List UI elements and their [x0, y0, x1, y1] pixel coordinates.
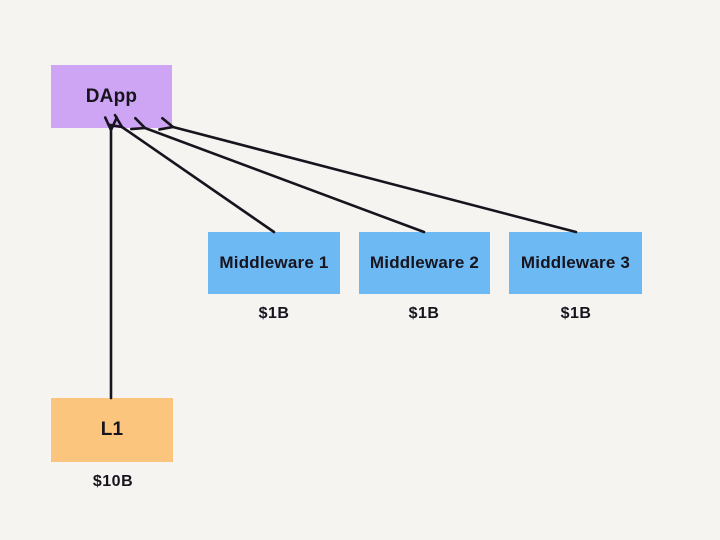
- node-middleware-3: Middleware 3: [509, 232, 642, 294]
- node-middleware-3-label: Middleware 3: [520, 253, 631, 272]
- node-l1: L1: [51, 398, 173, 462]
- arrow-middleware1-to-dapp: [107, 113, 276, 234]
- middleware-2-value: $1B: [408, 305, 440, 322]
- arrow-middleware3-to-dapp: [158, 116, 578, 234]
- middleware-3-value: $1B: [560, 305, 592, 322]
- middleware-1-value: $1B: [258, 305, 290, 322]
- node-middleware-2-label: Middleware 2: [369, 253, 480, 272]
- node-middleware-1: Middleware 1: [208, 232, 340, 294]
- node-middleware-2: Middleware 2: [359, 232, 490, 294]
- node-l1-label: L1: [100, 419, 124, 440]
- node-dapp-label: DApp: [85, 85, 138, 107]
- node-dapp: DApp: [51, 65, 172, 128]
- arrow-middleware2-to-dapp: [129, 116, 426, 234]
- node-middleware-1-label: Middleware 1: [219, 253, 329, 272]
- l1-value: $10B: [92, 473, 134, 490]
